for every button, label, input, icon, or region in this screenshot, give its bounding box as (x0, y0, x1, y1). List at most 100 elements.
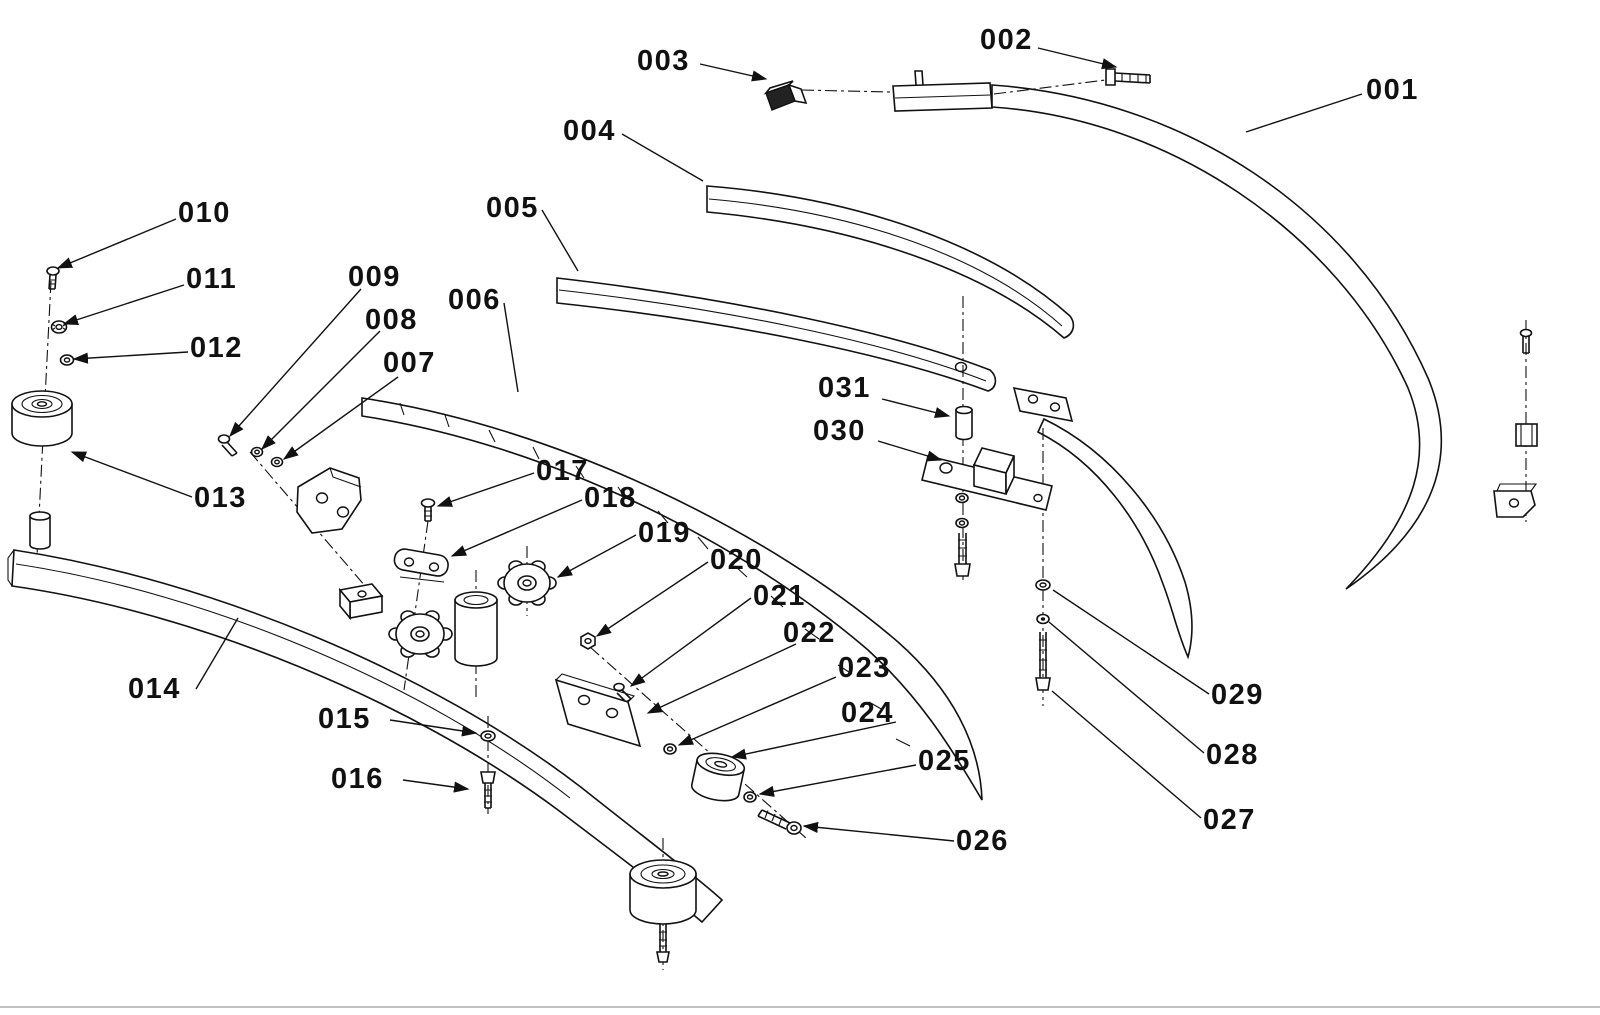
part-label-009: 009 (348, 261, 401, 293)
leader-026 (802, 821, 955, 842)
part-label-007: 007 (383, 347, 436, 379)
part-label-010: 010 (178, 197, 231, 229)
leader-028 (1048, 621, 1205, 754)
part-024-roller (690, 752, 746, 802)
part-020-nut (580, 632, 596, 650)
leader-030 (877, 440, 943, 462)
part-011-lock-washer (50, 320, 68, 334)
leader-004 (621, 133, 704, 182)
part-022-plate (554, 673, 642, 748)
leader-019 (556, 534, 637, 578)
right-edge-block (1515, 423, 1538, 447)
part-label-027: 027 (1203, 804, 1256, 836)
part-007-washer (270, 456, 284, 468)
part-016-bolt (480, 771, 496, 809)
part-010-screw (46, 266, 60, 290)
part-004-curved-bar (706, 185, 1075, 339)
part-label-030: 030 (813, 415, 866, 447)
leader-011 (62, 284, 185, 325)
part-005-curved-bar (556, 277, 997, 392)
part-014-curved-rail (7, 549, 724, 924)
leader-015 (389, 719, 478, 737)
washers-below-030 (955, 492, 969, 529)
part-015-washer (480, 730, 496, 742)
part-019-star-knob (497, 560, 557, 606)
part-012-washer (59, 354, 75, 366)
part-label-022: 022 (783, 617, 836, 649)
part-030-bracket-plate (921, 447, 1053, 511)
leader-020 (595, 561, 709, 637)
part-label-013: 013 (194, 482, 247, 514)
part-label-031: 031 (818, 372, 871, 404)
leader-017 (436, 472, 535, 507)
part-label-023: 023 (838, 652, 891, 684)
right-edge-screw (1519, 328, 1533, 354)
part-spacer-bushing (29, 511, 51, 550)
part-label-012: 012 (190, 332, 243, 364)
part-label-021: 021 (753, 580, 806, 612)
part-026-bolt (757, 809, 802, 835)
leader-014 (195, 617, 239, 690)
part-label-019: 019 (638, 517, 691, 549)
part-label-003: 003 (637, 45, 690, 77)
part-label-020: 020 (710, 544, 763, 576)
rail-end-roller (629, 859, 697, 963)
leader-006 (503, 302, 519, 393)
leader-008 (261, 330, 381, 450)
part-label-016: 016 (331, 763, 384, 795)
part-label-014: 014 (128, 673, 181, 705)
part-label-028: 028 (1206, 739, 1259, 771)
leader-029 (1052, 589, 1210, 695)
part-label-008: 008 (365, 304, 418, 336)
rail-lug-block (338, 583, 384, 621)
leader-002 (1037, 47, 1118, 70)
part-021-screw (613, 682, 632, 703)
part-label-002: 002 (980, 24, 1033, 56)
part-029-washer (1035, 579, 1051, 591)
right-edge-bracket (1493, 483, 1538, 518)
part-013-roller (11, 390, 73, 447)
bolt-below-030 (954, 533, 971, 577)
star-knob-left (388, 610, 453, 658)
leader-023 (677, 676, 837, 746)
leader-lines (56, 47, 1363, 842)
leader-018 (450, 499, 583, 557)
part-label-018: 018 (584, 482, 637, 514)
leader-012 (72, 351, 189, 364)
part-025-washer (743, 791, 757, 803)
part-label-005: 005 (486, 192, 539, 224)
leader-007 (282, 376, 399, 460)
part-label-017: 017 (536, 455, 589, 487)
part-031-spacer (955, 405, 973, 441)
part-009-screw (217, 434, 238, 457)
part-label-024: 024 (841, 697, 894, 729)
leader-013 (70, 451, 193, 498)
part-006-serrated-blade (361, 397, 983, 801)
part-018-link-block (393, 548, 449, 583)
part-001-outer-blade (892, 70, 1443, 590)
part-002-bolt (1105, 68, 1151, 86)
part-028-lock-washer (1036, 613, 1050, 625)
leader-009 (229, 288, 362, 438)
leader-025 (758, 764, 917, 797)
part-label-029: 029 (1211, 679, 1264, 711)
part-label-006: 006 (448, 284, 501, 316)
serration-ticks (399, 402, 911, 747)
leader-005 (541, 209, 579, 272)
leader-001 (1245, 93, 1363, 133)
part-label-015: 015 (318, 703, 371, 735)
leader-003 (699, 63, 768, 82)
part-027-bolt (1035, 632, 1051, 691)
part-023-washer (663, 743, 677, 755)
cylinder-post (454, 591, 498, 667)
part-label-025: 025 (918, 745, 971, 777)
part-label-011: 011 (186, 263, 238, 295)
mount-bracket (296, 467, 362, 534)
part-003-clip (763, 80, 808, 111)
part-middle-blade (1012, 386, 1193, 660)
leader-021 (629, 597, 752, 687)
leader-031 (881, 398, 951, 418)
leader-027 (1051, 690, 1202, 819)
